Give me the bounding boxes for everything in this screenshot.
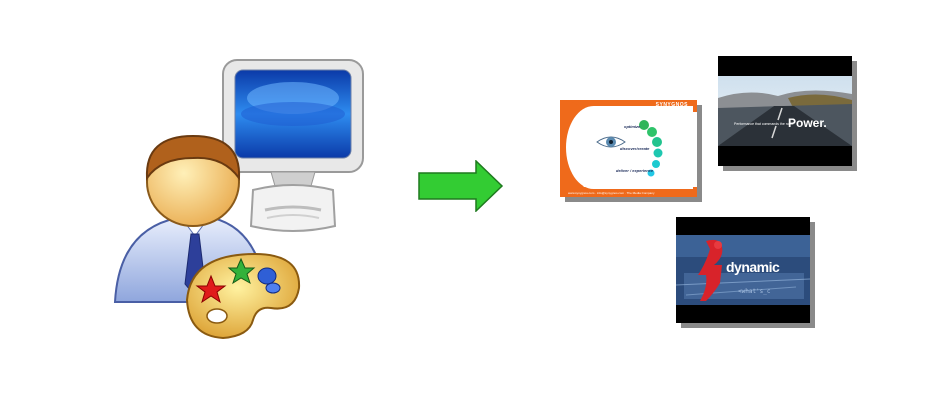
road-photo	[718, 76, 852, 146]
slide-thumbnail-orange: SYNYGNOS optimize discover/create delive…	[560, 100, 697, 197]
slide-item: optimize	[624, 124, 641, 129]
slide-footer-band	[560, 187, 697, 197]
slide-item: discover/create	[620, 146, 650, 151]
slide-item: deliver / experience	[616, 168, 654, 173]
slide-content-area	[566, 106, 693, 189]
slide-brand: SYNYGNOS	[655, 102, 688, 108]
slide-headline: Power.	[788, 116, 827, 130]
slide-thumbnail-dynamic: <what's_c dynamic	[676, 217, 810, 323]
svg-text:<what's_c: <what's_c	[738, 288, 771, 295]
eye-icon	[596, 136, 626, 148]
paint-palette	[185, 252, 301, 340]
designer-computer-illustration	[113, 59, 364, 340]
flow-arrow-icon	[418, 160, 504, 212]
slide-thumbnail-road: Performance that commands the road. Powe…	[718, 56, 852, 166]
monitor	[222, 59, 364, 232]
slide-footer-text: www.synygnos.com · info@synygnos.com · T…	[568, 191, 655, 195]
progress-dots	[639, 120, 663, 177]
slide-tagline: Performance that commands the road.	[734, 122, 794, 126]
dynamic-background: <what's_c	[676, 235, 810, 305]
slide-headline: dynamic	[726, 259, 780, 275]
